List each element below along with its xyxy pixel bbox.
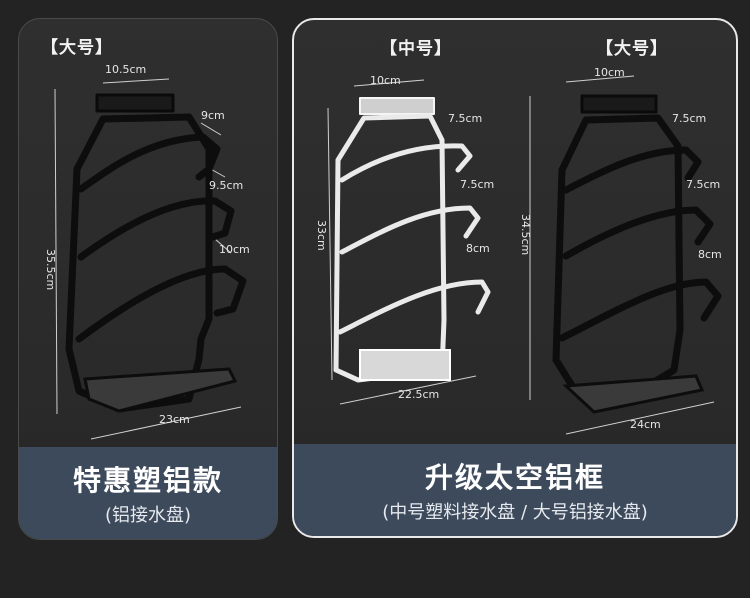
product-subtitle-right: (中号塑料接水盘 / 大号铝接水盘) [382, 502, 648, 523]
dim-large-hook-2: 7.5cm [686, 178, 720, 191]
dim-large-top-width: 10cm [594, 66, 625, 79]
size-tag-large-right: 【大号】 [596, 39, 668, 59]
size-tag-large: 【大号】 [41, 38, 113, 58]
size-tag-medium: 【中号】 [380, 39, 452, 59]
product-card-right: 【中号】 【大号】 10cm [292, 18, 738, 538]
dim-large-hook-1: 7.5cm [672, 112, 706, 125]
product-subtitle-left: (铝接水盘) [104, 505, 192, 526]
product-title-right: 升级太空铝框 [424, 461, 605, 494]
dim-mid-hook-2: 7.5cm [460, 178, 494, 191]
dim-mid-bottom: 22.5cm [398, 388, 439, 401]
dim-mid-hook-3: 8cm [466, 242, 490, 255]
dim-hook-2: 9.5cm [209, 179, 243, 192]
dim-height: 35.5cm [44, 249, 57, 290]
dim-mid-top-width: 10cm [370, 74, 401, 87]
dim-large-hook-3: 8cm [698, 248, 722, 261]
dim-hook-1: 9cm [201, 109, 225, 122]
product-title-left: 特惠塑铝款 [72, 464, 223, 497]
dim-mid-hook-1: 7.5cm [448, 112, 482, 125]
dim-large-bottom: 24cm [630, 418, 661, 431]
dim-large-height: 34.5cm [519, 214, 532, 255]
dim-mid-height: 33cm [315, 220, 328, 251]
racks-image: 10cm 33cm 7.5cm 7.5cm 8cm 22.5cm 10cm 34… [315, 66, 722, 435]
dim-hook-3: 10cm [219, 243, 250, 256]
dim-top-width: 10.5cm [105, 63, 146, 76]
footer-band-right: 升级太空铝框 (中号塑料接水盘 / 大号铝接水盘) [294, 444, 736, 536]
black-rack-image: 10.5cm 35.5cm 9cm 9.5cm 10cm 23cm [44, 63, 250, 440]
footer-band-left: 特惠塑铝款 (铝接水盘) [19, 447, 277, 539]
product-card-left: 【大号】 10.5cm 35.5cm 9cm 9.5cm 10cm 23cm [18, 18, 278, 540]
dim-bottom: 23cm [159, 413, 190, 426]
